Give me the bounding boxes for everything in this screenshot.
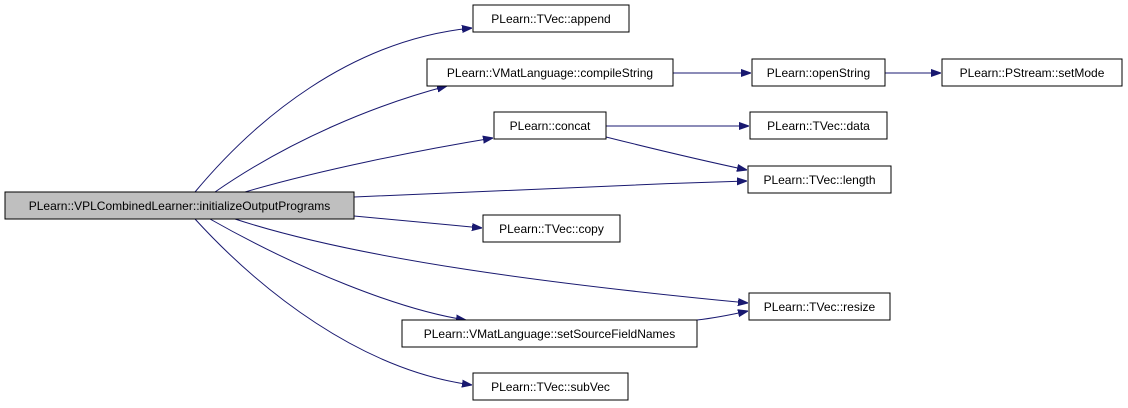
node-resize[interactable]: PLearn::TVec::resize xyxy=(748,292,891,321)
edge-setsourcefieldnames-to-resize xyxy=(696,311,748,321)
node-data-label: PLearn::TVec::data xyxy=(767,119,870,133)
node-compilestring-box xyxy=(426,58,674,87)
node-root-label: PLearn::VPLCombinedLearner::initializeOu… xyxy=(29,199,331,213)
node-concat-label: PLearn::concat xyxy=(510,119,591,133)
edge-root-to-compilestring xyxy=(214,86,447,193)
node-openstring[interactable]: PLearn::openString xyxy=(751,58,886,87)
node-subvec-label: PLearn::TVec::subVec xyxy=(491,380,610,394)
edges xyxy=(194,28,941,385)
node-length[interactable]: PLearn::TVec::length xyxy=(747,165,892,194)
node-resize-label: PLearn::TVec::resize xyxy=(764,300,876,314)
node-setsourcefieldnames[interactable]: PLearn::VMatLanguage::setSourceFieldName… xyxy=(401,319,698,348)
node-append-label: PLearn::TVec::append xyxy=(491,12,610,26)
node-length-box xyxy=(747,165,892,194)
node-data-box xyxy=(749,111,888,140)
node-resize-box xyxy=(748,292,891,321)
node-openstring-box xyxy=(751,58,886,87)
node-setmode-box xyxy=(941,58,1123,87)
node-copy-label: PLearn::TVec::copy xyxy=(499,222,604,236)
edge-root-to-setsourcefieldnames xyxy=(209,218,466,320)
edge-root-to-length xyxy=(353,181,747,198)
node-setsourcefieldnames-label: PLearn::VMatLanguage::setSourceFieldName… xyxy=(424,327,675,341)
node-setsourcefieldnames-box xyxy=(401,319,698,348)
nodes: PLearn::VPLCombinedLearner::initializeOu… xyxy=(4,4,1123,401)
node-subvec[interactable]: PLearn::TVec::subVec xyxy=(472,372,629,401)
edge-root-to-subvec xyxy=(194,218,472,385)
edge-root-to-resize xyxy=(234,218,748,303)
node-copy[interactable]: PLearn::TVec::copy xyxy=(482,214,621,243)
node-subvec-box xyxy=(472,372,629,401)
node-copy-box xyxy=(482,214,621,243)
node-concat[interactable]: PLearn::concat xyxy=(493,111,607,140)
edge-root-to-copy xyxy=(353,215,482,228)
node-concat-box xyxy=(493,111,607,140)
edge-root-to-append xyxy=(194,28,472,193)
node-setmode[interactable]: PLearn::PStream::setMode xyxy=(941,58,1123,87)
node-compilestring[interactable]: PLearn::VMatLanguage::compileString xyxy=(426,58,674,87)
node-append-box xyxy=(472,4,630,33)
node-compilestring-label: PLearn::VMatLanguage::compileString xyxy=(447,66,653,80)
node-data[interactable]: PLearn::TVec::data xyxy=(749,111,888,140)
edge-root-to-concat xyxy=(244,138,493,193)
node-root-box xyxy=(4,191,355,220)
node-setmode-label: PLearn::PStream::setMode xyxy=(960,66,1105,80)
node-root[interactable]: PLearn::VPLCombinedLearner::initializeOu… xyxy=(4,191,355,220)
node-append[interactable]: PLearn::TVec::append xyxy=(472,4,630,33)
edge-concat-to-length xyxy=(605,136,747,170)
node-length-label: PLearn::TVec::length xyxy=(763,173,875,187)
node-openstring-label: PLearn::openString xyxy=(767,66,870,80)
